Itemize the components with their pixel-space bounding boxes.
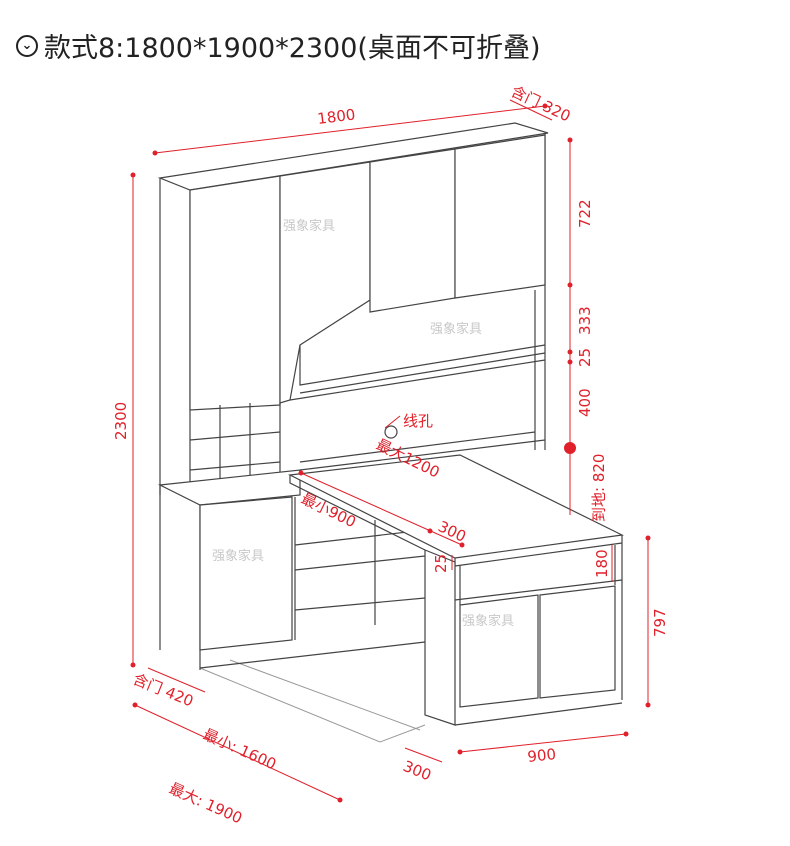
desk	[287, 454, 625, 726]
side-cabinet-width-label: 900	[527, 745, 557, 766]
upper-cabinet	[157, 122, 549, 500]
lower-cabinet	[157, 469, 426, 670]
chevron-down-circle-icon: ⌄	[16, 34, 38, 57]
desk-to-floor-label: 到地: 820	[590, 454, 608, 522]
watermark: 强象家具	[462, 613, 514, 629]
side-cabinet-height-label: 797	[651, 608, 669, 637]
watermark: 强象家具	[212, 548, 264, 564]
width-label: 1800	[316, 105, 356, 128]
upper-door-3	[369, 148, 456, 313]
watermark: 强象家具	[430, 321, 482, 337]
title-text: 款式8:1800*1900*2300(桌面不可折叠)	[44, 33, 541, 64]
upper-door-4	[454, 134, 546, 299]
cable-hole-label: 线孔	[403, 412, 433, 430]
cable-hole-icon	[384, 425, 398, 439]
upper-height-label: 722	[576, 199, 594, 228]
desk-door-left	[459, 594, 539, 708]
lower-door	[199, 496, 293, 651]
floor-shadow	[199, 659, 426, 743]
desk-thickness-label: 25	[432, 554, 450, 573]
leg-width-label: 300	[401, 757, 434, 784]
title: ⌄ 款式8:1800*1900*2300(桌面不可折叠)	[16, 26, 540, 65]
desk-door-right	[539, 585, 616, 699]
gap-height-label: 333	[576, 306, 594, 335]
total-height-label: 2300	[112, 402, 130, 440]
dimension-lines	[130, 99, 651, 803]
total-depth-min-label: 最小: 1600	[200, 725, 279, 773]
shelf-thickness-label: 25	[576, 348, 594, 367]
watermarks: 强象家具 强象家具 强象家具 强象家具	[212, 218, 514, 629]
base-depth-label: 含门 420	[131, 670, 197, 710]
drawer-gap-label: 180	[593, 549, 611, 578]
upper-door-1	[189, 175, 281, 411]
upper-door-2	[279, 161, 371, 404]
total-depth-max-label: 最大: 1900	[166, 779, 245, 827]
watermark: 强象家具	[283, 218, 335, 234]
lower-gap-label: 400	[576, 388, 594, 417]
